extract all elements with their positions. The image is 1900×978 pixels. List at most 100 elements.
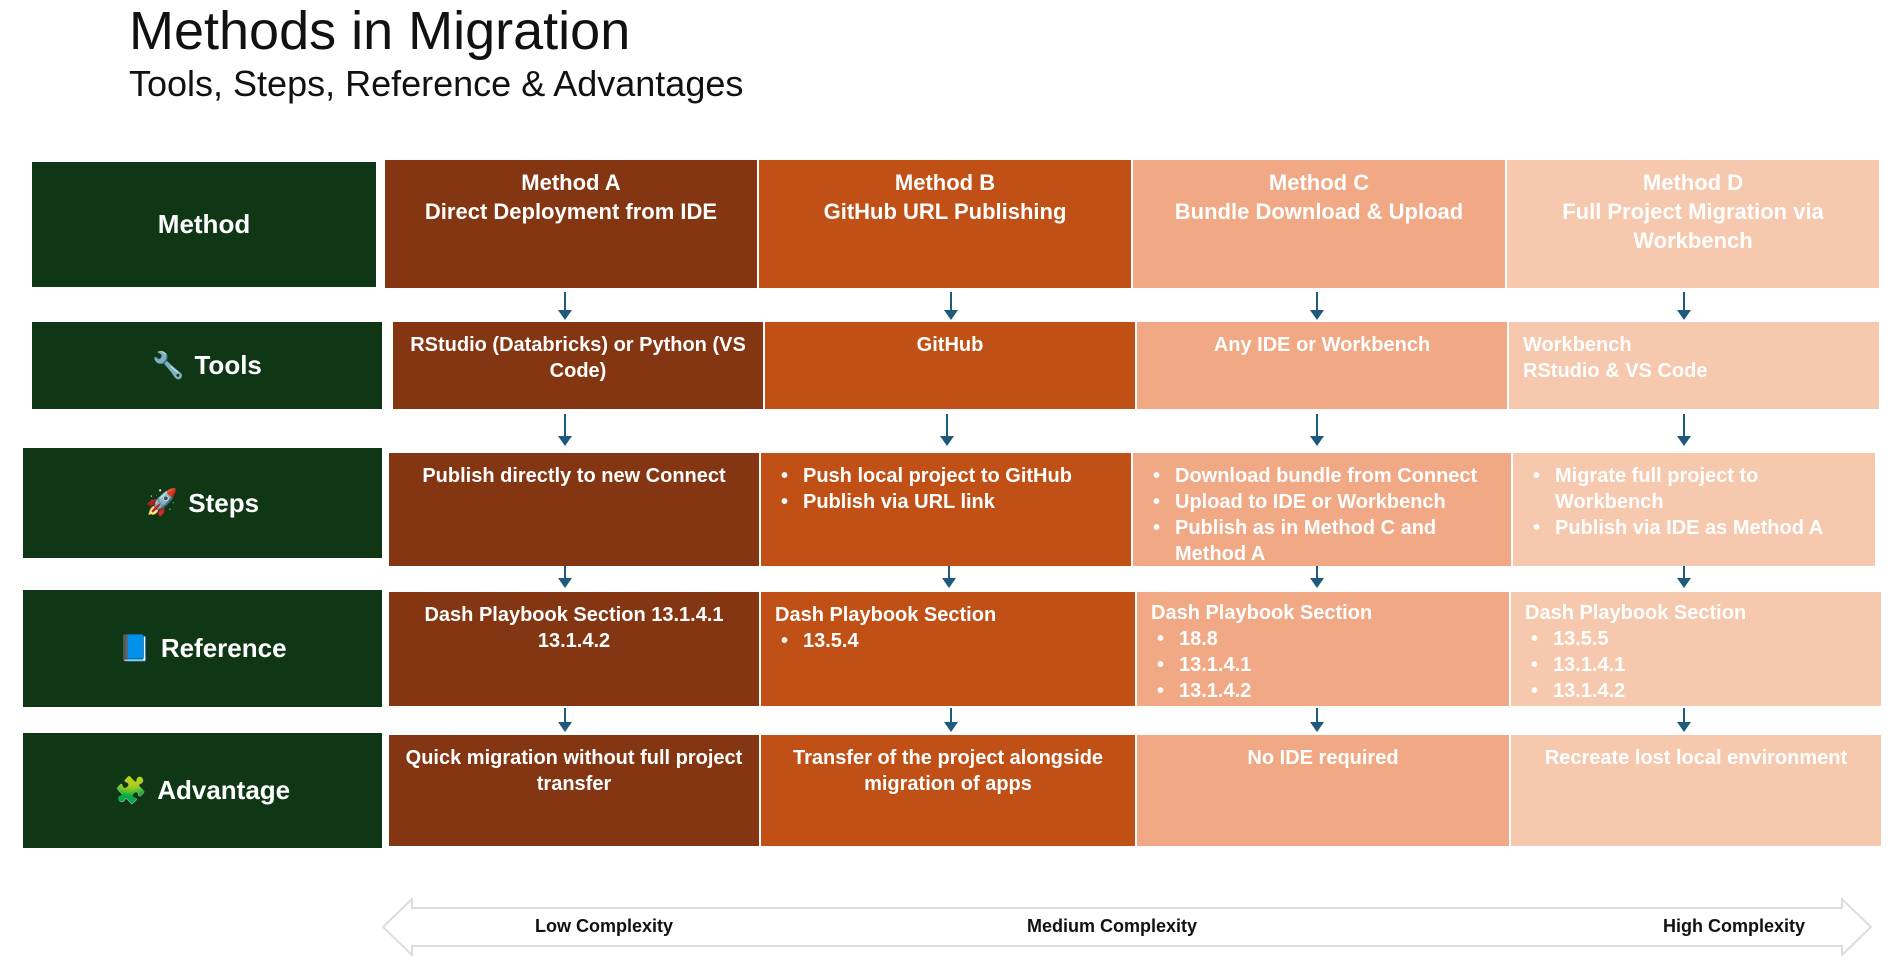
method-a-steps: Publish directly to new Connect: [389, 453, 759, 566]
row-label-steps: 🚀 Steps: [23, 448, 382, 558]
reference-title: Dash Playbook Section: [775, 604, 997, 626]
method-b-header: Method B GitHub URL Publishing: [759, 160, 1131, 288]
reference-title: Dash Playbook Section 13.1.4.1: [424, 604, 724, 626]
tools-text: RStudio (Databricks) or Python (VS Code): [410, 334, 746, 382]
row-label-text: Tools: [194, 350, 262, 380]
method-title: Full Project Migration via Workbench: [1562, 199, 1824, 253]
advantage-text: Recreate lost local environment: [1544, 747, 1848, 769]
down-arrow-icon: [940, 414, 954, 446]
down-arrow-icon: [1677, 708, 1691, 732]
method-title: GitHub URL Publishing: [823, 199, 1067, 224]
method-c-advantage: No IDE required: [1137, 735, 1509, 846]
row-label-method: Method: [32, 162, 376, 287]
reference-item: 13.1.4.2: [1525, 678, 1867, 704]
page-title: Methods in Migration: [129, 1, 631, 61]
method-d-advantage: Recreate lost local environment: [1511, 735, 1881, 846]
step-text: Publish directly to new Connect: [422, 465, 726, 487]
method-a-reference: Dash Playbook Section 13.1.4.1 13.1.4.2: [389, 592, 759, 706]
advantage-text: Quick migration without full project tra…: [405, 747, 743, 795]
down-arrow-icon: [1310, 708, 1324, 732]
down-arrow-icon: [944, 708, 958, 732]
advantage-text: No IDE required: [1247, 747, 1399, 769]
reference-list: 13.5.5 13.1.4.1 13.1.4.2: [1525, 626, 1867, 704]
method-title: Bundle Download & Upload: [1174, 199, 1464, 224]
row-label-tools: 🔧 Tools: [32, 322, 382, 409]
down-arrow-icon: [1310, 414, 1324, 446]
high-complexity-label: High Complexity: [1663, 916, 1806, 936]
row-label-text: Advantage: [157, 775, 291, 805]
down-arrow-icon: [1677, 566, 1691, 588]
step-item: Publish via IDE as Method A: [1527, 515, 1861, 541]
down-arrow-icon: [1310, 292, 1324, 320]
down-arrow-icon: [1677, 414, 1691, 446]
step-item: Publish via URL link: [775, 489, 1117, 515]
tools-text: GitHub: [916, 334, 984, 356]
reference-title: Dash Playbook Section: [1525, 602, 1747, 624]
method-title: Direct Deployment from IDE: [424, 199, 718, 224]
rocket-icon: 🚀: [145, 488, 179, 518]
down-arrow-icon: [944, 292, 958, 320]
method-name: Method D: [1642, 170, 1744, 195]
method-a-tools: RStudio (Databricks) or Python (VS Code): [393, 322, 763, 409]
method-d-reference: Dash Playbook Section 13.5.5 13.1.4.1 13…: [1511, 592, 1881, 706]
method-c-tools: Any IDE or Workbench: [1137, 322, 1507, 409]
method-name: Method A: [521, 170, 621, 195]
method-a-header: Method A Direct Deployment from IDE: [385, 160, 757, 288]
reference-item: 13.1.4.2: [1151, 678, 1495, 704]
reference-list: 13.5.4: [775, 628, 1121, 654]
down-arrow-icon: [558, 414, 572, 446]
down-arrow-icon: [1310, 566, 1324, 588]
reference-item: 13.1.4.1: [1151, 652, 1495, 678]
method-b-tools: GitHub: [765, 322, 1135, 409]
steps-list: Migrate full project to Workbench Publis…: [1527, 463, 1861, 541]
wrench-icon: 🔧: [152, 350, 185, 381]
step-item: Upload to IDE or Workbench: [1147, 489, 1497, 515]
row-label-reference: 📘 Reference: [23, 590, 382, 707]
down-arrow-icon: [942, 566, 956, 588]
step-item: Push local project to GitHub: [775, 463, 1117, 489]
reference-list: 18.8 13.1.4.1 13.1.4.2: [1151, 626, 1495, 704]
page-subtitle: Tools, Steps, Reference & Advantages: [129, 63, 744, 104]
reference-item: 13.5.5: [1525, 626, 1867, 652]
method-b-reference: Dash Playbook Section 13.5.4: [761, 592, 1135, 706]
reference-item: 13.1.4.1: [1525, 652, 1867, 678]
row-label-advantage: 🧩 Advantage: [23, 733, 382, 848]
row-label-text: Steps: [188, 487, 260, 518]
reference-item: 18.8: [1151, 626, 1495, 652]
method-c-header: Method C Bundle Download & Upload: [1133, 160, 1505, 288]
method-c-reference: Dash Playbook Section 18.8 13.1.4.1 13.1…: [1137, 592, 1509, 706]
reference-item: 13.1.4.2: [537, 630, 611, 652]
method-d-tools: Workbench RStudio & VS Code: [1509, 322, 1879, 409]
method-b-steps: Push local project to GitHub Publish via…: [761, 453, 1131, 566]
medium-complexity-label: Medium Complexity: [1027, 916, 1198, 936]
double-arrow-icon: [382, 898, 1872, 956]
reference-item: 13.5.4: [775, 628, 1121, 654]
method-d-header: Method D Full Project Migration via Work…: [1507, 160, 1879, 288]
steps-list: Download bundle from Connect Upload to I…: [1147, 463, 1497, 566]
low-complexity-label: Low Complexity: [535, 916, 674, 936]
book-icon: 📘: [118, 633, 151, 664]
row-label-text: Reference: [160, 633, 287, 663]
method-b-advantage: Transfer of the project alongside migrat…: [761, 735, 1135, 846]
step-item: Publish as in Method C and Method A: [1147, 515, 1497, 566]
reference-title: Dash Playbook Section: [1151, 602, 1373, 624]
method-a-advantage: Quick migration without full project tra…: [389, 735, 759, 846]
method-c-steps: Download bundle from Connect Upload to I…: [1133, 453, 1511, 566]
method-name: Method B: [894, 170, 996, 195]
down-arrow-icon: [1677, 292, 1691, 320]
down-arrow-icon: [558, 708, 572, 732]
step-item: Download bundle from Connect: [1147, 463, 1497, 489]
method-name: Method C: [1268, 170, 1370, 195]
row-label-text: Method: [157, 209, 251, 239]
down-arrow-icon: [558, 292, 572, 320]
complexity-scale: Low Complexity Medium Complexity High Co…: [382, 898, 1872, 956]
puzzle-icon: 🧩: [114, 775, 148, 806]
step-item: Migrate full project to Workbench: [1527, 463, 1861, 515]
tools-text: RStudio & VS Code: [1523, 360, 1708, 382]
tools-text: Any IDE or Workbench: [1213, 334, 1431, 356]
method-d-steps: Migrate full project to Workbench Publis…: [1513, 453, 1875, 566]
down-arrow-icon: [558, 566, 572, 588]
steps-list: Push local project to GitHub Publish via…: [775, 463, 1117, 515]
tools-text: Workbench: [1523, 334, 1632, 356]
advantage-text: Transfer of the project alongside migrat…: [792, 747, 1104, 795]
